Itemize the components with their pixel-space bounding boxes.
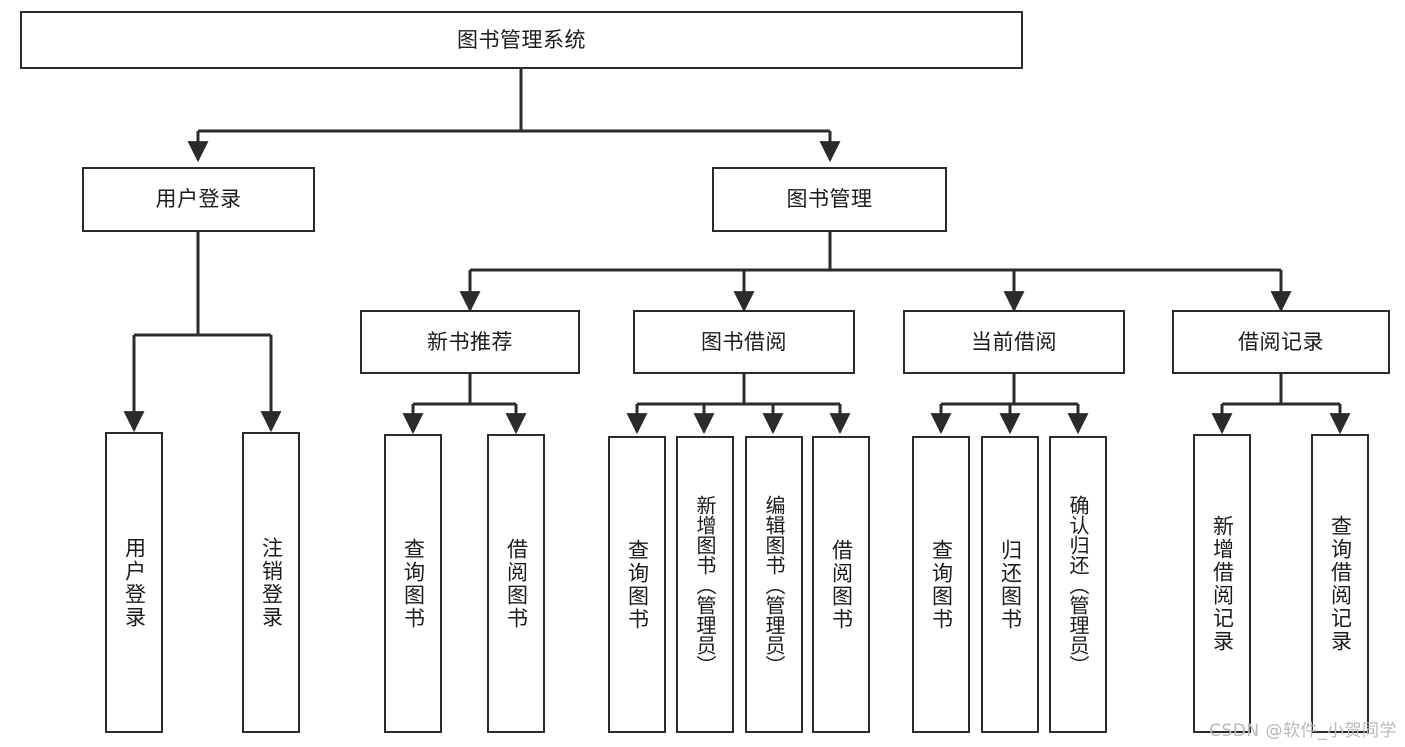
node-leaf-user-login[interactable]: 用户登录 bbox=[105, 432, 163, 733]
node-leaf-add-record-label: 新增借阅记录 bbox=[1210, 514, 1235, 653]
node-leaf-query-record-label: 查询借阅记录 bbox=[1328, 514, 1353, 653]
node-leaf-query-book-3-label: 查询图书 bbox=[929, 538, 954, 631]
node-leaf-add-book-label: 新增图书（管理员） bbox=[693, 494, 717, 675]
node-leaf-query-book-2[interactable]: 查询图书 bbox=[608, 436, 666, 733]
node-leaf-edit-book-label: 编辑图书（管理员） bbox=[762, 494, 786, 675]
node-new-book-rec-label: 新书推荐 bbox=[427, 329, 513, 354]
node-leaf-edit-book[interactable]: 编辑图书（管理员） bbox=[745, 436, 803, 733]
node-leaf-query-book-3[interactable]: 查询图书 bbox=[912, 436, 970, 733]
node-root-label: 图书管理系统 bbox=[457, 27, 586, 52]
node-leaf-return-book[interactable]: 归还图书 bbox=[981, 436, 1039, 733]
node-leaf-user-logout[interactable]: 注销登录 bbox=[242, 432, 300, 733]
node-book-borrow[interactable]: 图书借阅 bbox=[633, 310, 855, 374]
node-leaf-confirm-return[interactable]: 确认归还（管理员） bbox=[1049, 436, 1107, 733]
node-leaf-borrow-book-1[interactable]: 借阅图书 bbox=[487, 434, 545, 733]
node-book-borrow-label: 图书借阅 bbox=[701, 329, 787, 354]
node-leaf-borrow-book-1-label: 借阅图书 bbox=[504, 537, 529, 630]
node-leaf-user-logout-label: 注销登录 bbox=[259, 536, 284, 629]
node-leaf-query-book-1[interactable]: 查询图书 bbox=[384, 434, 442, 733]
node-leaf-user-login-label: 用户登录 bbox=[122, 536, 147, 629]
node-leaf-query-book-2-label: 查询图书 bbox=[625, 538, 650, 631]
node-borrow-record[interactable]: 借阅记录 bbox=[1172, 310, 1390, 374]
node-current-borrow[interactable]: 当前借阅 bbox=[903, 310, 1125, 374]
node-user-login[interactable]: 用户登录 bbox=[82, 167, 315, 232]
node-book-manage[interactable]: 图书管理 bbox=[712, 167, 947, 232]
node-leaf-add-book[interactable]: 新增图书（管理员） bbox=[676, 436, 734, 733]
node-new-book-rec[interactable]: 新书推荐 bbox=[360, 310, 580, 374]
node-leaf-add-record[interactable]: 新增借阅记录 bbox=[1193, 434, 1251, 733]
node-root[interactable]: 图书管理系统 bbox=[20, 11, 1023, 69]
node-leaf-query-book-1-label: 查询图书 bbox=[401, 537, 426, 630]
node-leaf-return-book-label: 归还图书 bbox=[998, 538, 1023, 631]
node-book-manage-label: 图书管理 bbox=[786, 187, 873, 212]
node-user-login-label: 用户登录 bbox=[155, 187, 242, 212]
node-leaf-confirm-return-label: 确认归还（管理员） bbox=[1066, 494, 1090, 675]
node-leaf-query-record[interactable]: 查询借阅记录 bbox=[1311, 434, 1369, 733]
node-leaf-borrow-book-2[interactable]: 借阅图书 bbox=[812, 436, 870, 733]
node-borrow-record-label: 借阅记录 bbox=[1238, 329, 1324, 354]
node-leaf-borrow-book-2-label: 借阅图书 bbox=[829, 538, 854, 631]
node-current-borrow-label: 当前借阅 bbox=[971, 329, 1057, 354]
watermark-text: CSDN @软件_小贺同学 bbox=[1209, 721, 1397, 741]
